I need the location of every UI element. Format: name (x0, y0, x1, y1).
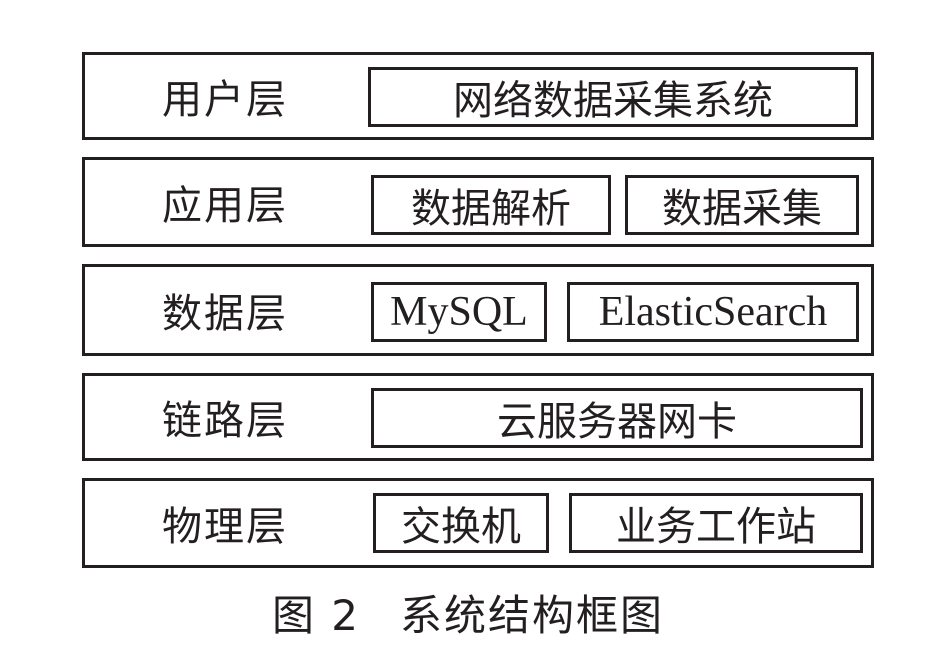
component-box: 数据解析 (371, 175, 611, 235)
component-box: 业务工作站 (569, 493, 863, 553)
figure-number: 图 2 (271, 590, 361, 640)
layer-application: 应用层 数据解析 数据采集 (82, 157, 874, 247)
layer-label: 物理层 (162, 504, 288, 550)
component-box: MySQL (371, 282, 547, 342)
layer-link: 链路层 云服务器网卡 (82, 373, 874, 461)
layer-label: 应用层 (162, 183, 288, 229)
component-box: 云服务器网卡 (371, 388, 863, 448)
layer-physical: 物理层 交换机 业务工作站 (82, 478, 874, 568)
component-box: 交换机 (373, 493, 549, 553)
component-box: ElasticSearch (567, 282, 859, 342)
component-box: 数据采集 (625, 175, 859, 235)
figure-title: 系统结构框图 (400, 590, 665, 640)
layer-data: 数据层 MySQL ElasticSearch (82, 264, 874, 356)
layer-label: 链路层 (162, 398, 288, 444)
layer-label: 数据层 (162, 291, 288, 337)
layer-user: 用户层 网络数据采集系统 (82, 52, 874, 140)
component-box: 网络数据采集系统 (368, 67, 858, 127)
figure-caption: 图 2 系统结构框图 (0, 582, 936, 642)
layer-label: 用户层 (162, 77, 288, 123)
